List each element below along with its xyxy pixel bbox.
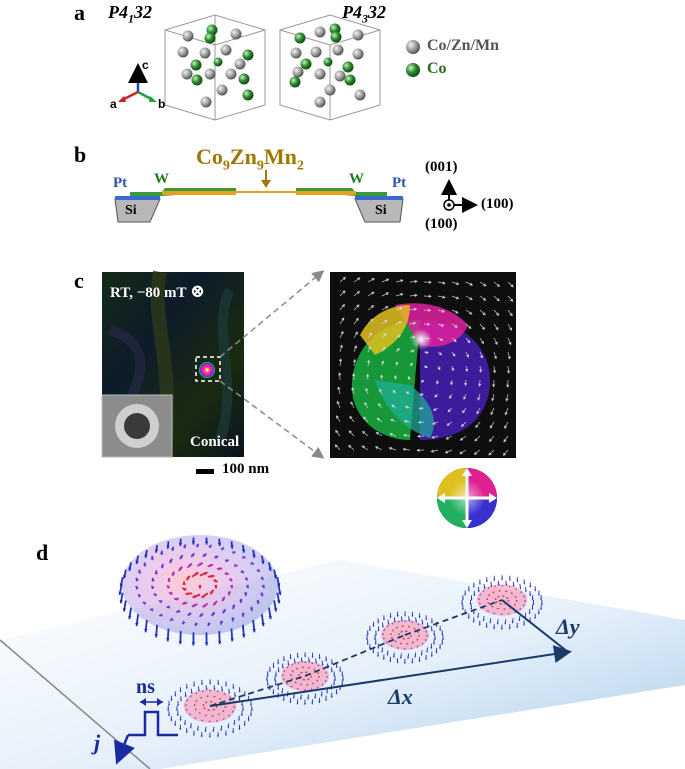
atoms-left	[177, 24, 254, 108]
axis-b-label: b	[158, 97, 166, 111]
device-schematic	[114, 170, 404, 223]
skyrmion-large	[118, 535, 282, 646]
pt-label-right: Pt	[392, 175, 407, 191]
inset-image	[101, 394, 173, 458]
panel-a-label: a	[74, 0, 85, 25]
pulse-width-label: ns	[136, 676, 155, 698]
legend-atom-gray	[406, 40, 420, 54]
current-label: j	[94, 730, 101, 755]
direction-up-label: (001)	[425, 159, 458, 175]
structure-right-title: P4332	[342, 2, 386, 26]
w-label-left: W	[154, 171, 169, 187]
legend-atom-green	[406, 63, 420, 77]
atoms-right	[289, 23, 366, 108]
ltem-image	[102, 270, 244, 458]
panel-d-label: d	[36, 540, 49, 565]
unit-cell-right	[279, 14, 381, 121]
panel-b-label: b	[74, 142, 87, 167]
w-label-right: W	[349, 171, 364, 187]
compound-label: Co9Zn9Mn2	[196, 144, 304, 174]
dy-label: Δy	[556, 614, 580, 639]
trajectory	[209, 599, 572, 707]
si-label-left: Si	[125, 203, 137, 218]
color-wheel	[437, 468, 497, 528]
plane	[0, 560, 685, 769]
zoom-connectors	[219, 270, 325, 459]
condition-label: RT, −80 mT ⊗	[110, 281, 206, 301]
field-into-page-icon: ⊗	[189, 281, 206, 301]
dx-label: Δx	[388, 684, 413, 709]
legend-label-co: Co	[427, 60, 447, 77]
phase-label: Conical	[190, 434, 240, 450]
pulse-signal	[114, 698, 178, 765]
direction-out-label: (100)	[425, 216, 458, 232]
scale-bar	[196, 469, 214, 474]
structure-left-title: P4132	[108, 2, 152, 26]
pt-label-left: Pt	[113, 175, 128, 191]
axis-a-label: a	[110, 97, 117, 111]
panel-c-label: c	[74, 268, 84, 293]
axis-c-label: c	[142, 58, 149, 72]
zoomed-map	[330, 272, 516, 458]
legend-label-cozmn: Co/Zn/Mn	[427, 37, 500, 54]
direction-triad	[441, 179, 478, 213]
axes-triad	[118, 63, 157, 102]
si-label-right: Si	[375, 203, 387, 218]
direction-right-label: (100)	[481, 196, 514, 212]
scale-bar-label: 100 nm	[222, 461, 270, 477]
